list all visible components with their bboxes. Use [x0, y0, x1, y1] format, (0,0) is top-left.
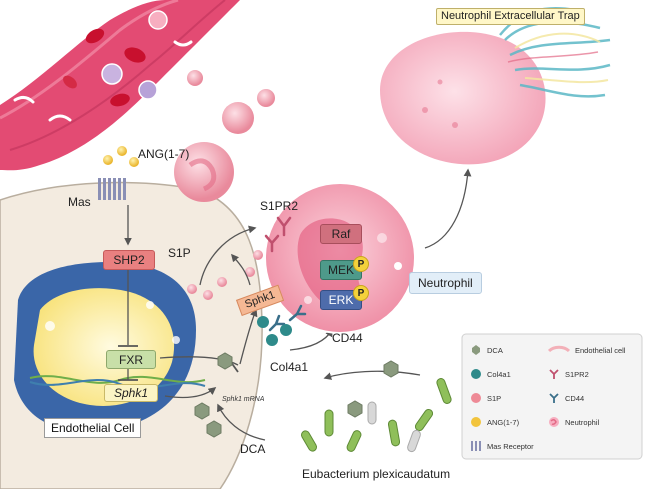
ang-label: ANG(1-7): [138, 147, 190, 161]
migrating-neutrophil: [174, 142, 234, 202]
net-structure: [380, 7, 611, 165]
legend-label: S1PR2: [565, 369, 589, 379]
neutrophil-icon: [548, 416, 560, 428]
s1pr2-receptor-icon: [264, 216, 292, 253]
legend-endothelial: Endothelial cell: [548, 344, 625, 356]
ang-ball-icon: [470, 416, 482, 428]
erk-box: ERK: [320, 290, 362, 310]
s1p-molecules: [187, 250, 263, 300]
ang-molecules: [103, 146, 139, 167]
legend-label: S1P: [487, 393, 502, 403]
bacteria: [301, 378, 452, 453]
receptor-icon: [548, 368, 560, 380]
shp2-box: SHP2: [103, 250, 155, 270]
mas-receptor-icon: [98, 178, 126, 200]
legend-mas: Mas Receptor: [470, 440, 534, 452]
neutrophil-label: Neutrophil: [409, 272, 482, 294]
endothelial-cell-label: Endothelial Cell: [44, 418, 142, 438]
legend-cd44: CD44: [548, 392, 584, 404]
legend-neutrophil: Neutrophil: [548, 416, 599, 428]
legend-label: ANG(1-7): [487, 417, 520, 427]
legend-label: DCA: [487, 345, 503, 355]
s1pr2-label: S1PR2: [260, 199, 299, 213]
migrating-neutrophil: [257, 89, 275, 107]
col4a1-label: Col4a1: [270, 360, 309, 374]
col4a1-molecules: [257, 316, 292, 346]
endothelial-cell-icon: [548, 344, 570, 356]
hexagon-icon: [470, 344, 482, 356]
legend-label: Col4a1: [487, 369, 511, 379]
cd44-label: CD44: [332, 331, 363, 345]
dca-molecules: [194, 352, 399, 438]
legend-label: Mas Receptor: [487, 441, 534, 451]
cd44-icon: [548, 392, 560, 404]
legend-col4a1: Col4a1: [470, 368, 511, 380]
s1p-label: S1P: [168, 246, 191, 260]
sphk1-mrna-label: Sphk1 mRNA: [222, 396, 265, 403]
legend-s1p: S1P: [470, 392, 501, 404]
mas-receptor-icon: [470, 440, 482, 452]
legend-label: Endothelial cell: [575, 345, 626, 355]
bacterium-label: Eubacterium plexicaudatum: [302, 467, 451, 481]
col4a1-icon: [470, 368, 482, 380]
blood-vessel: [0, 0, 240, 171]
mek-phospho-badge: P: [353, 256, 369, 272]
fxr-box: FXR: [106, 350, 156, 369]
raf-box: Raf: [320, 224, 362, 244]
erk-phospho-badge: P: [353, 285, 369, 301]
legend-dca: DCA: [470, 344, 503, 356]
dca-label: DCA: [240, 442, 266, 456]
s1p-ball-icon: [470, 392, 482, 404]
legend-s1pr2: S1PR2: [548, 368, 589, 380]
sphk1-protein-box: Sphk1: [236, 284, 285, 316]
sphk1-gene-box: Sphk1: [104, 384, 158, 402]
cd44-receptor-icon: [268, 304, 307, 332]
legend-label: CD44: [565, 393, 585, 403]
legend-label: Neutrophil: [565, 417, 600, 427]
net-title: Neutrophil Extracellular Trap: [436, 8, 585, 25]
migrating-neutrophil: [222, 102, 254, 134]
migrating-neutrophil: [187, 70, 203, 86]
legend-ang: ANG(1-7): [470, 416, 519, 428]
mas-label: Mas: [68, 195, 91, 209]
mek-box: MEK: [320, 260, 362, 280]
